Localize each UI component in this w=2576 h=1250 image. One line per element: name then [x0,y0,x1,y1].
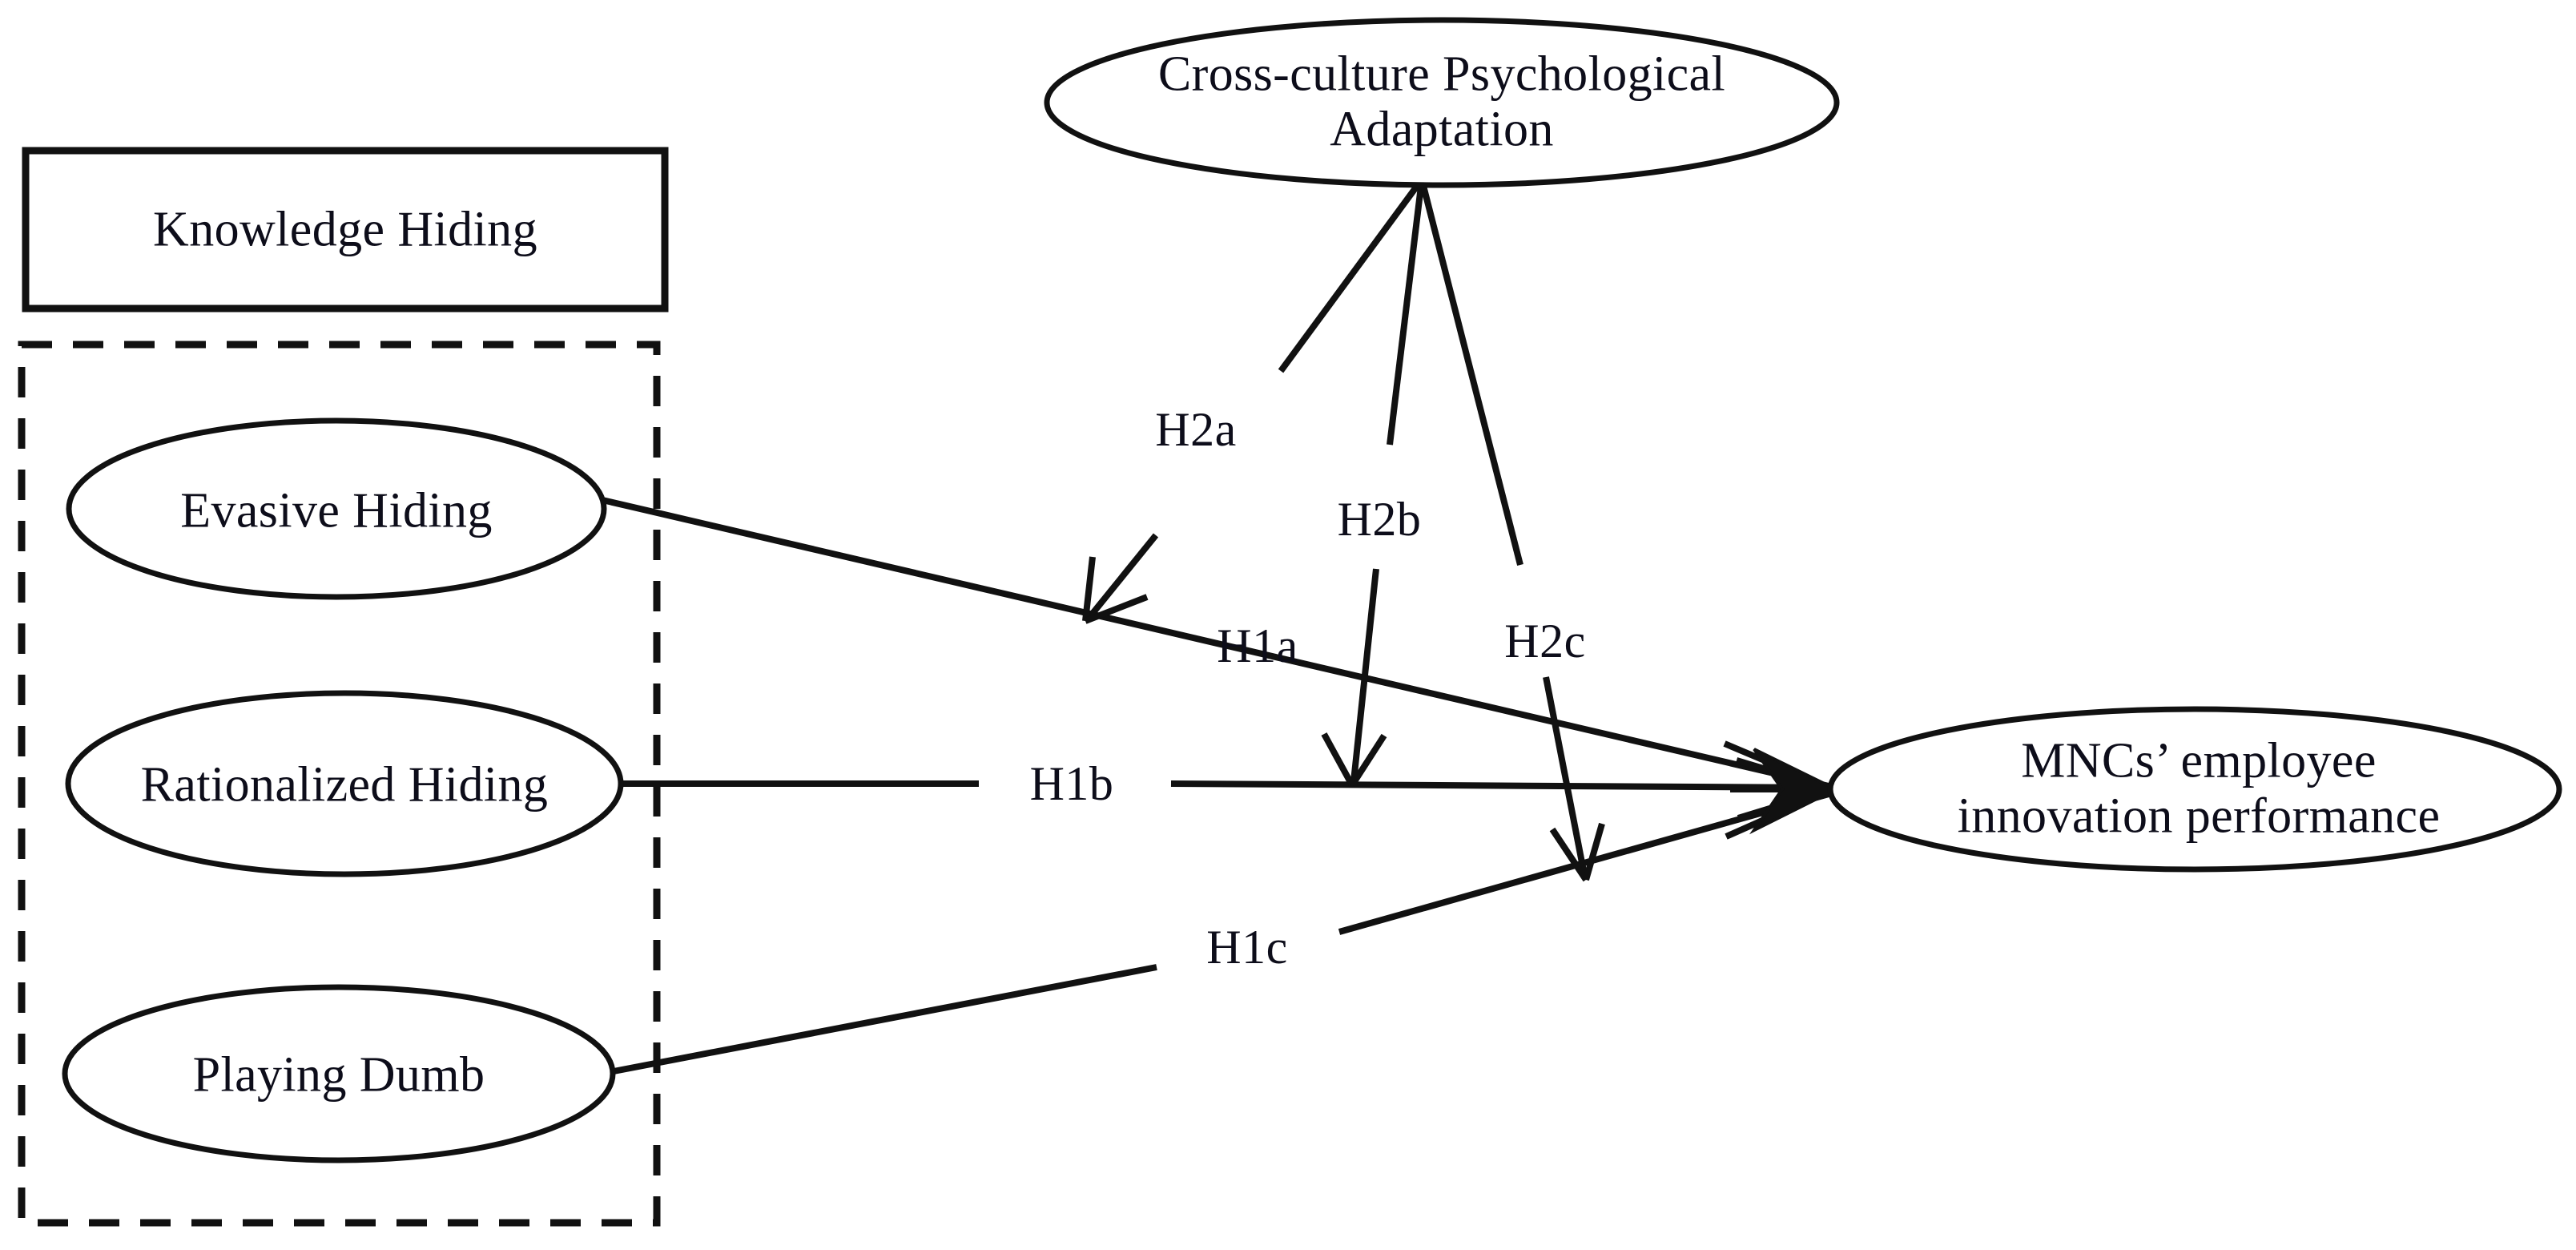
node-mncs-employee-innovation-performance [1827,706,2562,873]
node-cross-culture-psychological-adaptation [1044,17,1840,188]
path-h2b-line-lower [1350,568,1379,782]
arrowhead-h2a-left-feather [1082,556,1096,622]
arrowhead-convergence-tip [1749,748,1840,835]
node-playing-dumb [62,984,616,1163]
path-h1b-line-right [1170,780,1828,791]
path-h2b-line-upper [1387,179,1425,446]
path-h1c-line-left [613,964,1157,1075]
node-rationalized-hiding [65,690,624,877]
path-h2a-line-lower [1088,533,1159,618]
knowledge-hiding-box [22,147,669,312]
arrowhead-h2a-right-feather [1084,594,1149,624]
arrowhead-h2c-left-feather [1549,827,1589,882]
path-h1a-line [602,497,1829,789]
path-h2c-line-upper [1419,179,1523,566]
node-evasive-hiding [66,417,607,600]
path-h2a-line-upper [1278,177,1425,373]
arrowhead-h2c-right-feather [1583,822,1605,881]
path-h2c-line-lower [1543,676,1588,876]
arrowhead-h2b-right-feather [1349,733,1387,788]
arrowhead-h2b-left-feather [1321,732,1355,787]
knowledge-hiding-group-dashed-box [18,341,661,1227]
